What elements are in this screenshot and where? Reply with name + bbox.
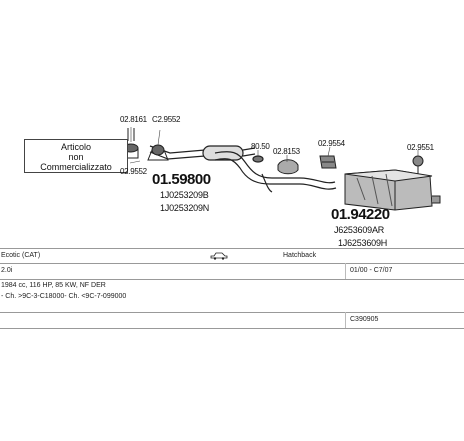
leader-lines bbox=[129, 127, 419, 164]
rear-silencer bbox=[344, 169, 441, 211]
part-code-c2-9552[interactable]: C2.9552 bbox=[152, 115, 181, 124]
middle-pipe bbox=[214, 151, 337, 193]
part-code-02-8161[interactable]: 02.8161 bbox=[120, 115, 147, 124]
notice-line-1: Articolo bbox=[60, 142, 91, 152]
ring-80-50 bbox=[252, 155, 264, 163]
vehicle-model: Ecotic (CAT) bbox=[1, 252, 41, 259]
part-code-01-59800[interactable]: 01.59800 bbox=[152, 171, 211, 188]
car-hatchback-icon bbox=[210, 251, 228, 262]
hanger-02-9551 bbox=[412, 155, 424, 174]
oem-code-j6253609ar: J6253609AR bbox=[334, 225, 385, 235]
front-pipe bbox=[149, 145, 256, 161]
part-code-02-8153[interactable]: 02.8153 bbox=[273, 147, 300, 156]
part-code-02-9551[interactable]: 02.9551 bbox=[407, 143, 434, 152]
part-code-02-9554[interactable]: 02.9554 bbox=[318, 139, 345, 148]
hanger-02-8153 bbox=[277, 159, 299, 175]
clamp-c2-9552 bbox=[147, 144, 169, 161]
chassis-range: - Ch. >9C-3-C18000- Ch. <9C-7-099000 bbox=[1, 293, 127, 300]
engine-spec: 1984 cc, 116 HP, 85 KW, NF DER bbox=[1, 282, 106, 289]
catalog-reference: C390905 bbox=[350, 316, 379, 323]
body-type: Hatchback bbox=[283, 252, 317, 259]
oem-code-1j6253609h: 1J6253609H bbox=[338, 238, 388, 248]
part-code-01-94220[interactable]: 01.94220 bbox=[331, 206, 390, 223]
notice-line-3: Commercializzato bbox=[40, 162, 112, 172]
production-years: 01/00 - C7/07 bbox=[350, 267, 393, 274]
part-code-02-9552[interactable]: 02.9552 bbox=[120, 167, 147, 176]
engine-label: 2.0i bbox=[1, 267, 13, 274]
not-marketed-notice: Articolo non Commercializzato bbox=[24, 139, 128, 173]
oem-code-1j0253209b: 1J0253209B bbox=[160, 190, 209, 200]
oem-code-1j0253209n: 1J0253209N bbox=[160, 203, 210, 213]
notice-line-2: non bbox=[68, 152, 84, 162]
hanger-02-9554 bbox=[319, 155, 337, 169]
part-code-80-50[interactable]: 80.50 bbox=[251, 142, 270, 151]
